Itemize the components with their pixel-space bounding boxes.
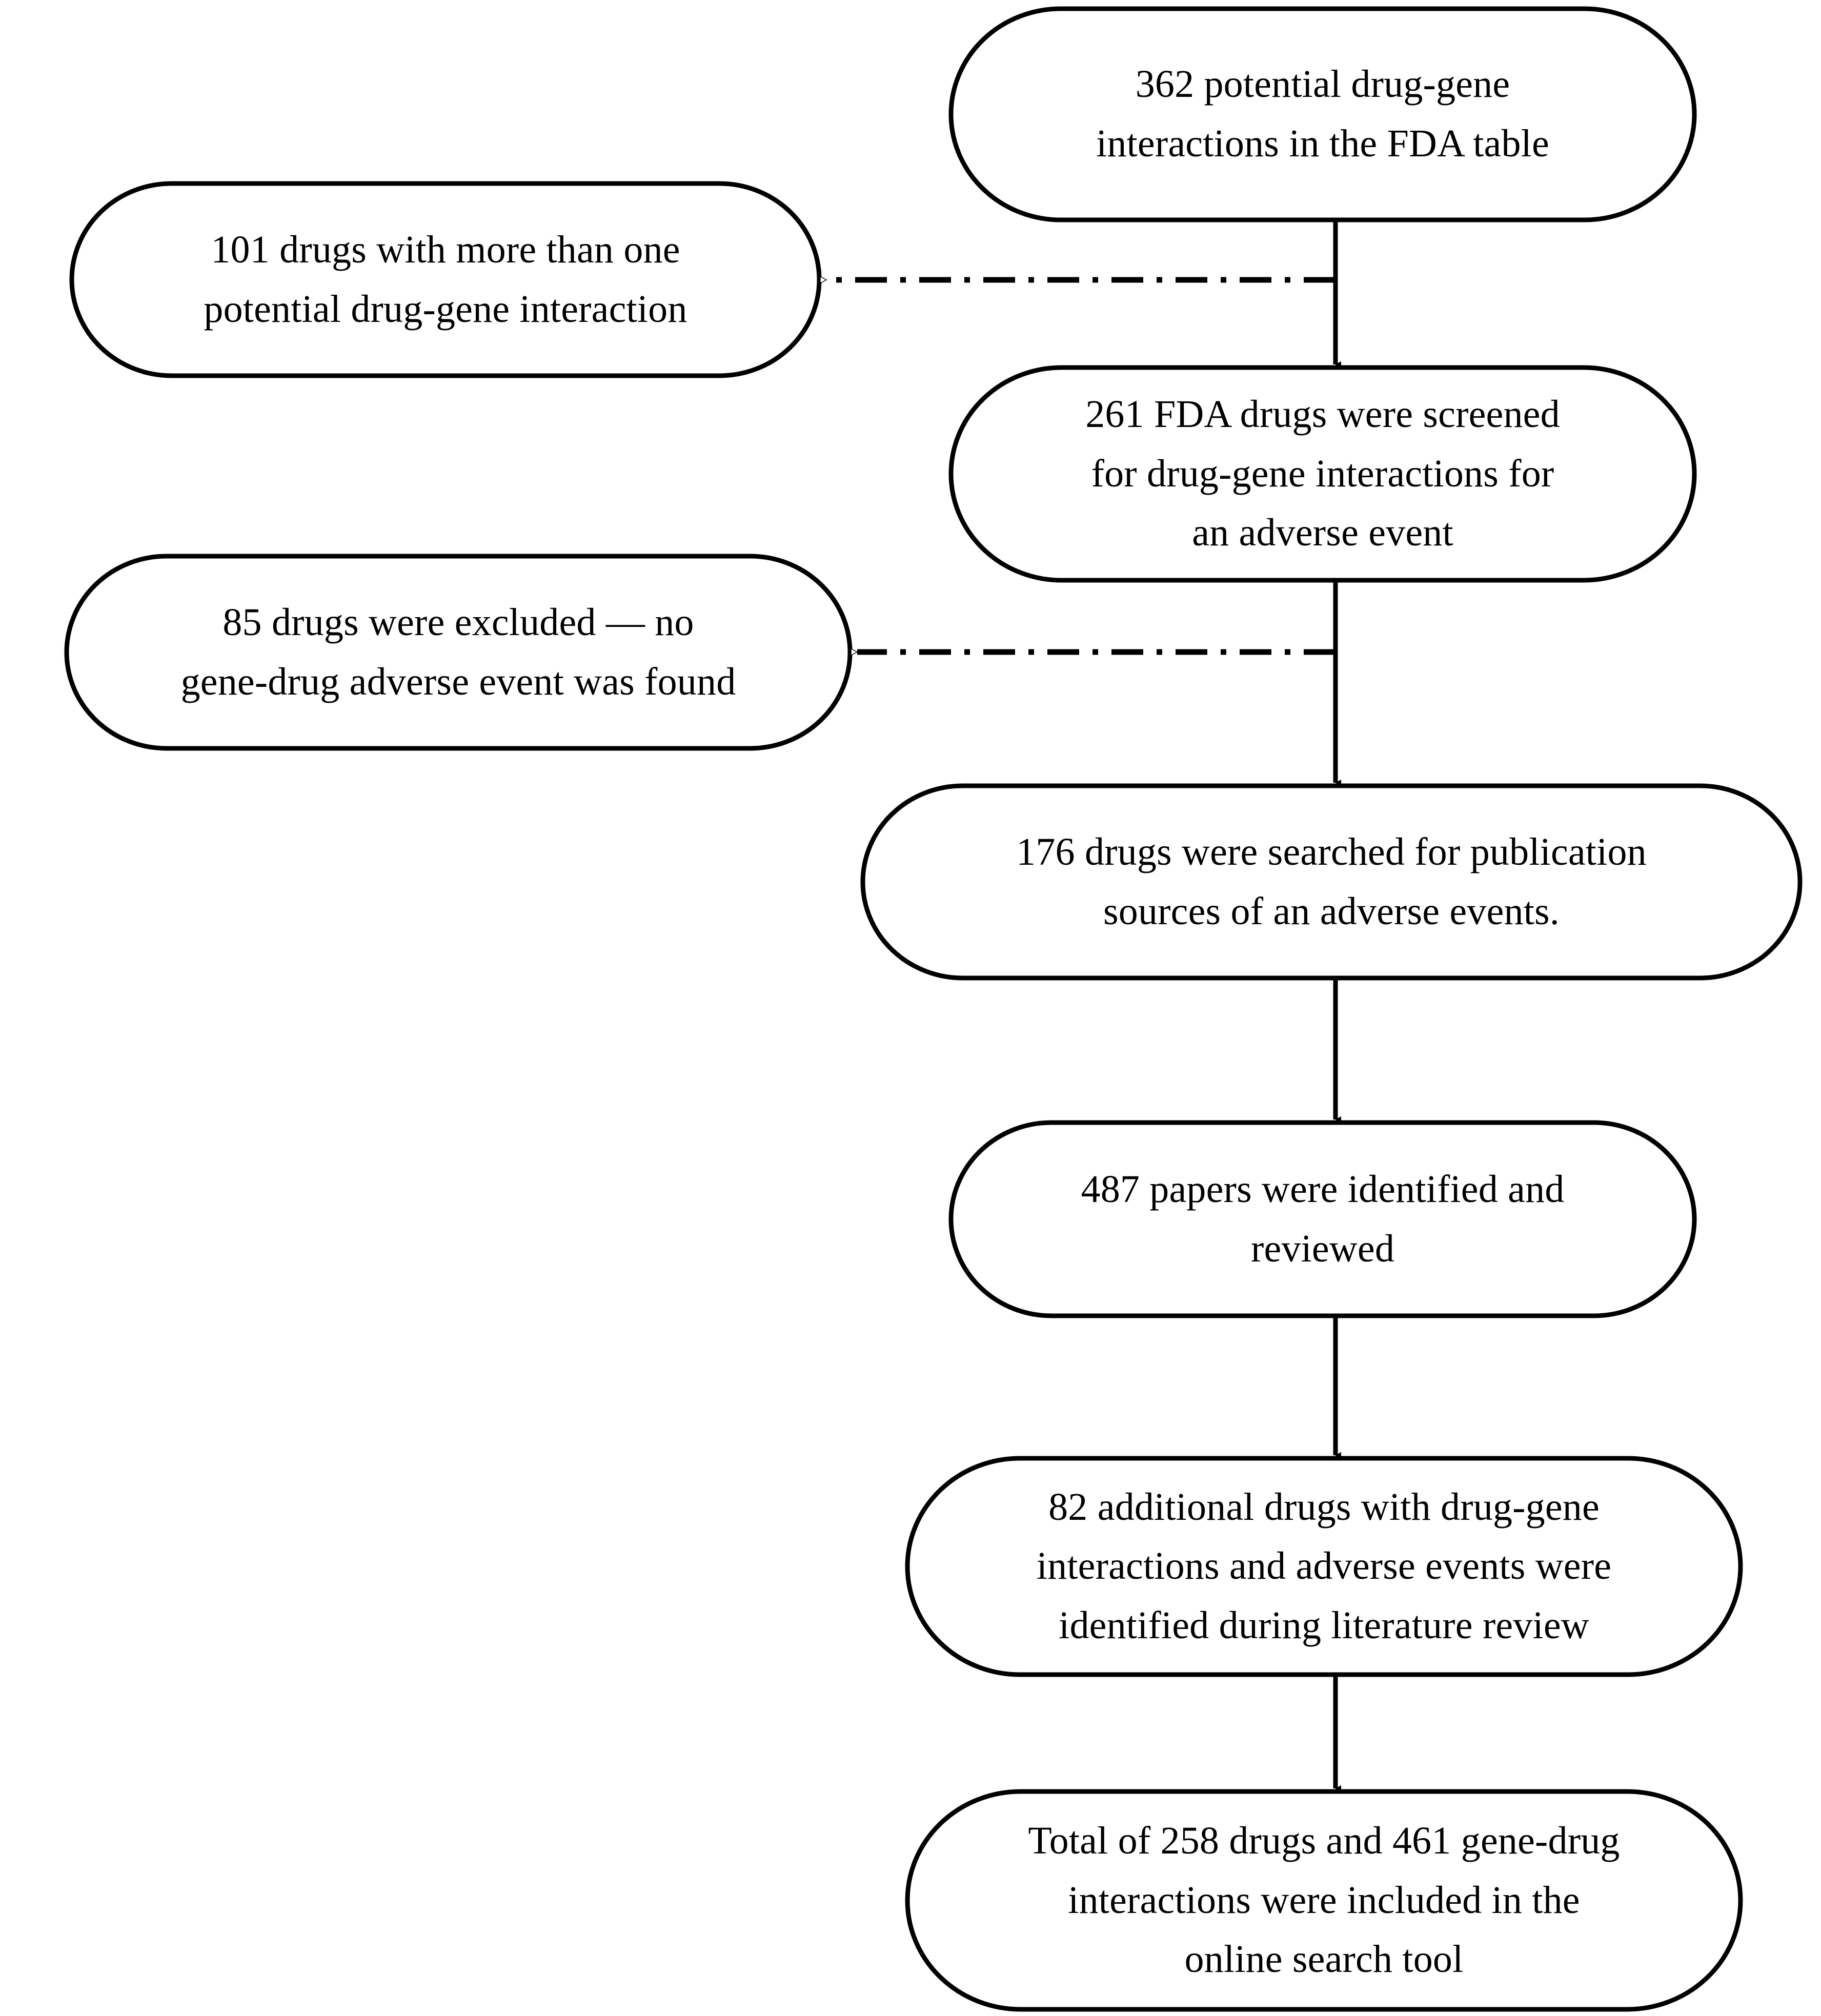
box-176-searched-publications-outline (860, 783, 1803, 981)
node-label: Total of 258 drugs and 461 gene-drug int… (1028, 1819, 1620, 1981)
node-label: 82 additional drugs with drug-gene inter… (1036, 1485, 1612, 1647)
node-label: 487 papers were identified and reviewed (1081, 1167, 1565, 1270)
box-82-additional-drugs-outline (905, 1456, 1743, 1677)
box-487-papers-reviewed: 487 papers were identified and reviewed (951, 1123, 1694, 1316)
box-total-258-drugs-461-interactions-outline (905, 1789, 1743, 2012)
box-362-potential-interactions-outline (948, 6, 1697, 222)
box-362-potential-interactions: 362 potential drug-gene interactions in … (951, 9, 1694, 220)
node-label: 362 potential drug-gene interactions in … (1096, 63, 1549, 165)
box-101-excluded-multiple-interactions: 101 drugs with more than one potential d… (72, 184, 819, 376)
node-label: 261 FDA drugs were screened for drug-gen… (1085, 393, 1560, 555)
box-101-excluded-multiple-interactions-outline (69, 181, 822, 378)
box-85-excluded-no-adverse-event-outline (64, 554, 853, 751)
box-176-searched-publications: 176 drugs were searched for publication … (863, 786, 1800, 978)
box-261-screened: 261 FDA drugs were screened for drug-gen… (951, 368, 1694, 580)
box-82-additional-drugs: 82 additional drugs with drug-gene inter… (907, 1458, 1741, 1675)
box-85-excluded-no-adverse-event: 85 drugs were excluded — no gene-drug ad… (67, 556, 850, 748)
node-label: 176 drugs were searched for publication … (1016, 830, 1647, 933)
node-label: 85 drugs were excluded — no gene-drug ad… (180, 600, 736, 703)
box-261-screened-outline (948, 365, 1697, 583)
box-total-258-drugs-461-interactions: Total of 258 drugs and 461 gene-drug int… (907, 1791, 1741, 2009)
node-label: 101 drugs with more than one potential d… (204, 228, 687, 331)
box-487-papers-reviewed-outline (948, 1120, 1697, 1318)
